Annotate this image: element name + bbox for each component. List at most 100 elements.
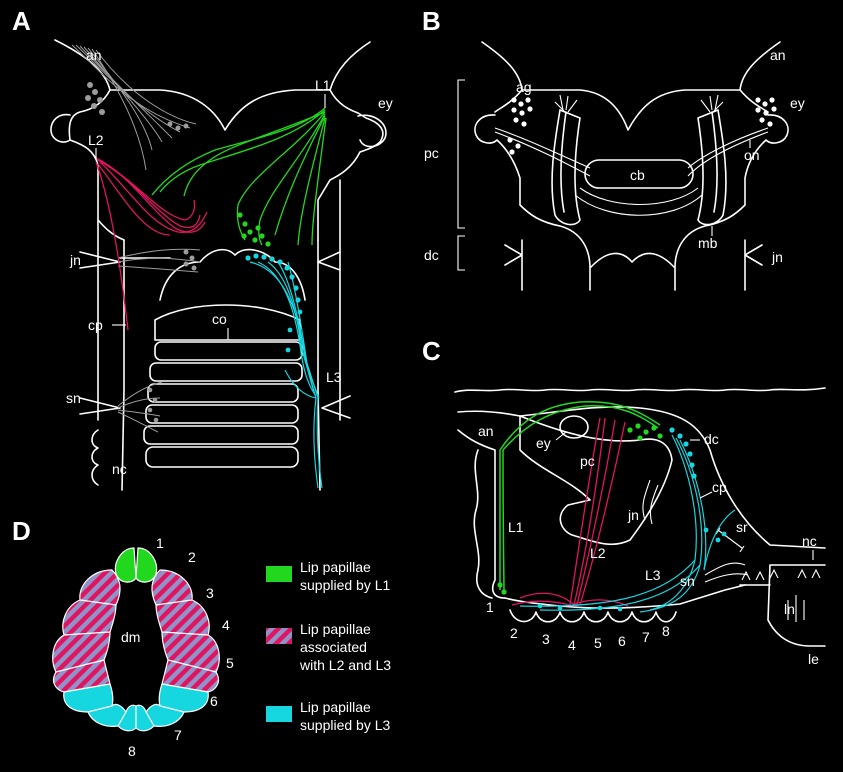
papilla-3-left: [62, 599, 117, 636]
panel-b-label-pc: pc: [424, 145, 439, 161]
panel-b-label-ey: ey: [790, 95, 805, 111]
panel-a-jn-nerve: [117, 248, 201, 273]
panel-b-label-an: an: [770, 47, 786, 63]
svg-text:4: 4: [222, 617, 230, 633]
panel-a-eye-outline: [357, 114, 387, 148]
panel-c-papilla-numbers: 1 2 3 4 5 6 7 8: [486, 599, 670, 653]
panel-d-papilla-numbers: 1 2 3 4 5 6 7 8: [128, 535, 234, 759]
panel-a-antenna-nerve: [71, 44, 197, 171]
svg-text:8: 8: [128, 743, 136, 759]
panel-c-label-L1: L1: [508, 519, 524, 535]
legend-L2-line1: Lip papillae: [300, 621, 371, 637]
svg-text:4: 4: [568, 637, 576, 653]
panel-b-ag-dots-right: [755, 97, 777, 127]
panel-c-label-ey: ey: [536, 435, 551, 451]
panel-c-label-pc: pc: [580, 453, 595, 469]
panel-a-jn-left: [79, 251, 171, 269]
panel-c-L1-nerve: [499, 401, 661, 591]
panel-a-segments: [143, 341, 303, 468]
panel-a-antenna-somata: [85, 82, 189, 131]
legend-L2-line3: with L2 and L3: [299, 657, 391, 673]
panel-b: B an ag ey pc cb on d: [422, 6, 805, 291]
svg-text:1: 1: [156, 535, 164, 551]
svg-text:2: 2: [510, 625, 518, 641]
panel-d-legend: Lip papillae supplied by L1 Lip papillae…: [266, 559, 391, 733]
panel-a-body-sides: [97, 179, 341, 491]
svg-text:2: 2: [188, 549, 196, 565]
panel-a-L1-somata: [237, 212, 271, 247]
panel-c-label-nc: nc: [802, 533, 817, 549]
panel-a-label-ey: ey: [378, 95, 393, 111]
panel-c-body-outline: [457, 406, 826, 647]
panel-a-label-sn: sn: [66, 390, 81, 406]
panel-c-ln-lobes: [787, 595, 805, 622]
papilla-3-right: [155, 599, 210, 636]
svg-text:3: 3: [542, 631, 550, 647]
svg-text:3: 3: [206, 585, 214, 601]
panel-b-label-jn: jn: [771, 249, 783, 265]
papilla-2-left: [79, 569, 121, 606]
panel-c-L1-somata: [497, 423, 663, 595]
panel-a-sn-nerve: [117, 381, 163, 433]
panel-a-label-L3: L3: [326, 369, 342, 385]
panel-c-cuticle-marks: [741, 568, 821, 581]
svg-text:5: 5: [594, 635, 602, 651]
panel-a-label-jn: jn: [69, 252, 81, 268]
legend-L2-line2: associated: [300, 639, 367, 655]
panel-c-label-L2: L2: [590, 545, 606, 561]
panel-c-letter: C: [422, 336, 441, 366]
panel-a-left-eyebulge: [50, 113, 71, 143]
svg-text:8: 8: [662, 623, 670, 639]
legend-swatch-L1: [266, 566, 292, 582]
panel-b-cb: [584, 159, 694, 189]
panel-b-label-dc: dc: [424, 247, 439, 263]
panel-b-letter: B: [422, 6, 441, 36]
panel-a-label-an: an: [86, 47, 102, 63]
panel-a-label-cp: cp: [88, 317, 103, 333]
svg-text:7: 7: [174, 727, 182, 743]
panel-c-papillae-row: [509, 609, 677, 623]
panel-b-dc-bracket: [457, 235, 465, 271]
panel-a-jn-somata: [183, 249, 197, 271]
panel-b-ag-dots-left: [507, 97, 533, 155]
panel-a-nc-bumps: [91, 429, 99, 486]
panel-c-brain-outline: [519, 415, 673, 545]
svg-text:6: 6: [210, 693, 218, 709]
panel-c: C: [422, 336, 826, 667]
panel-c-eye: [559, 415, 589, 439]
svg-text:7: 7: [642, 629, 650, 645]
panel-a-L1-nerve: [151, 107, 327, 246]
panel-c-L3-somata: [537, 427, 727, 612]
panel-c-label-le: le: [808, 651, 819, 667]
panel-b-mushroom-right: [697, 109, 727, 226]
panel-d-letter: D: [12, 516, 31, 546]
legend-L1-line1: Lip papillae: [300, 559, 371, 575]
panel-c-top-cuticle: [454, 387, 826, 393]
panel-c-label-dc: dc: [704, 431, 719, 447]
papilla-8-right: [135, 704, 155, 732]
panel-b-pc-bracket: [457, 79, 465, 229]
panel-c-label-L3: L3: [645, 567, 661, 583]
panel-b-mushroom-stalks: [554, 94, 724, 113]
panel-b-label-cb: cb: [630, 167, 645, 183]
panel-b-label-mb: mb: [698, 235, 718, 251]
panel-a-collar: [159, 248, 306, 301]
panel-c-label-jn: jn: [627, 507, 639, 523]
panel-c-L3-nerve: [519, 434, 736, 613]
panel-d: D dm 1 2 3 4: [12, 516, 391, 759]
panel-a: A: [12, 6, 393, 491]
panel-c-label-sr: sr: [736, 519, 748, 535]
legend-L3-line2: supplied by L3: [300, 717, 391, 733]
panel-a-L3-somata: [245, 253, 303, 353]
panel-b-label-on: on: [744, 147, 760, 163]
panel-c-label-ln: ln: [784, 601, 795, 617]
panel-b-mushroom-left: [551, 109, 581, 226]
legend-L1-line2: supplied by L1: [300, 577, 391, 593]
panel-a-label-L2: L2: [88, 132, 104, 148]
legend-swatch-L2-L3: [266, 628, 292, 644]
panel-c-label-an: an: [478, 423, 494, 439]
panel-b-lower-brain: [574, 187, 703, 216]
panel-a-jn-right: [317, 251, 341, 271]
panel-a-letter: A: [12, 6, 31, 36]
